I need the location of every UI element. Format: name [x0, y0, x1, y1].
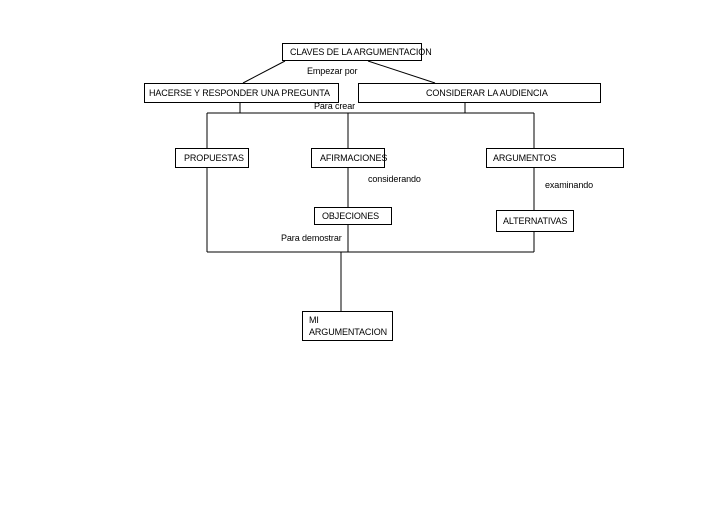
edge-label-demonstrate: Para demostrar: [281, 233, 342, 243]
node-result-line1: MI: [309, 315, 319, 325]
node-root: CLAVES DE LA ARGUMENTACION: [282, 43, 432, 61]
edge-label-considering: considerando: [368, 174, 421, 184]
edge-root-audience: [367, 60, 436, 84]
node-proposals: PROPUESTAS: [175, 148, 249, 168]
node-result: MI ARGUMENTACION: [302, 311, 393, 341]
node-claims: AFIRMACIONES: [311, 148, 387, 168]
node-arguments: ARGUMENTOS: [486, 148, 624, 168]
edge-label-create: Para crear: [314, 101, 356, 111]
node-alternatives: ALTERNATIVAS: [496, 210, 574, 232]
node-result-line2: ARGUMENTACION: [309, 327, 388, 337]
edge-root-ask: [242, 60, 286, 84]
edge-label-examining: examinando: [545, 180, 594, 190]
node-ask: HACERSE Y RESPONDER UNA PREGUNTA: [144, 83, 339, 103]
edge-label-start: Empezar por: [307, 66, 358, 76]
node-objections: OBJECIONES: [314, 207, 392, 225]
node-audience: CONSIDERAR LA AUDIENCIA: [358, 83, 601, 103]
